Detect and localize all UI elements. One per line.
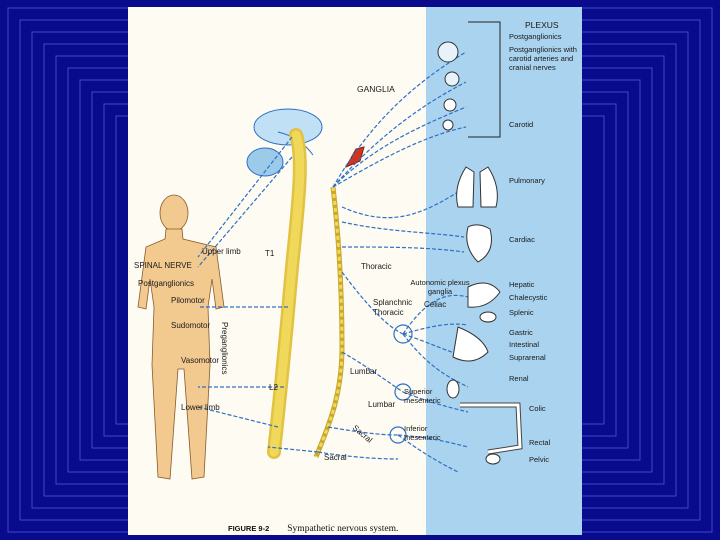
nerve-fibers <box>197 51 469 473</box>
label-cardiac: Cardiac <box>509 235 535 244</box>
label-preganglionics: Preganglionics <box>220 322 229 375</box>
plexus-panel <box>426 7 582 535</box>
spleen <box>479 311 497 323</box>
label-sacral-2: Sacral <box>324 453 347 462</box>
label-lumbar-2: Lumbar <box>368 400 396 409</box>
label-gastric: Gastric <box>509 328 533 337</box>
label-thoracic: Thoracic <box>361 262 392 271</box>
sympathetic-nervous-system-figure: PLEXUS GANGLIA Postganglionics Postgangl… <box>128 7 582 535</box>
label-renal: Renal <box>509 374 529 383</box>
label-rectal: Rectal <box>529 438 551 447</box>
label-vasomotor: Vasomotor <box>181 356 220 365</box>
figure-number: FIGURE 9-2 <box>228 524 270 533</box>
plexus-bracket <box>468 21 501 138</box>
label-lower-limb: Lower limb <box>181 403 220 412</box>
liver <box>467 282 501 308</box>
label-upper-limb: Upper limb <box>202 247 241 256</box>
bladder <box>485 453 501 465</box>
label-pelvic: Pelvic <box>529 455 550 464</box>
plexus-ganglia <box>389 324 413 444</box>
label-suprarenal: Suprarenal <box>509 353 546 362</box>
label-carotid: Carotid <box>509 120 534 129</box>
label-colic: Colic <box>529 404 546 413</box>
label-postganglionics-left: Postganglionics <box>138 279 195 288</box>
human-body <box>137 194 225 480</box>
heart <box>466 224 492 263</box>
label-splanchnic-thoracic: Splanchnic Thoracic <box>373 298 413 317</box>
label-pulmonary: Pulmonary <box>509 176 545 185</box>
label-autonomic-plexus-ganglia: Autonomic plexus ganglia <box>410 278 470 296</box>
label-l2: L2 <box>269 383 278 392</box>
lungs <box>456 166 498 208</box>
label-t1: T1 <box>265 249 275 258</box>
figure-drawing <box>137 7 582 535</box>
label-postganglionics: Postganglionics <box>509 32 562 41</box>
label-chalecystic: Chalecystic <box>509 293 548 302</box>
ganglia-header: GANGLIA <box>357 84 395 94</box>
label-pilomotor: Pilomotor <box>171 296 205 305</box>
sympathetic-chain <box>313 186 345 458</box>
brain <box>246 108 323 177</box>
label-hepatic: Hepatic <box>509 280 535 289</box>
label-superior-mesenteric: Superior mesenteric <box>404 387 441 405</box>
label-sudomotor: Sudomotor <box>171 321 211 330</box>
stomach <box>452 326 489 362</box>
label-inferior-mesenteric: Inferior mesenteric <box>404 424 441 442</box>
label-intestinal: Intestinal <box>509 340 540 349</box>
label-lumbar: Lumbar <box>350 367 378 376</box>
plexus-header: PLEXUS <box>525 20 559 30</box>
kidney <box>446 379 460 399</box>
figure-caption: FIGURE 9-2 Sympathetic nervous system. <box>228 524 398 534</box>
label-celiac: Celiac <box>424 300 447 309</box>
label-spinal-nerve: SPINAL NERVE <box>134 261 192 270</box>
organs <box>437 41 523 465</box>
label-postganglionics-carotid: Postganglionics with carotid arteries an… <box>509 45 577 72</box>
figure-caption-text: Sympathetic nervous system. <box>287 524 399 534</box>
label-splenic: Splenic <box>509 308 534 317</box>
